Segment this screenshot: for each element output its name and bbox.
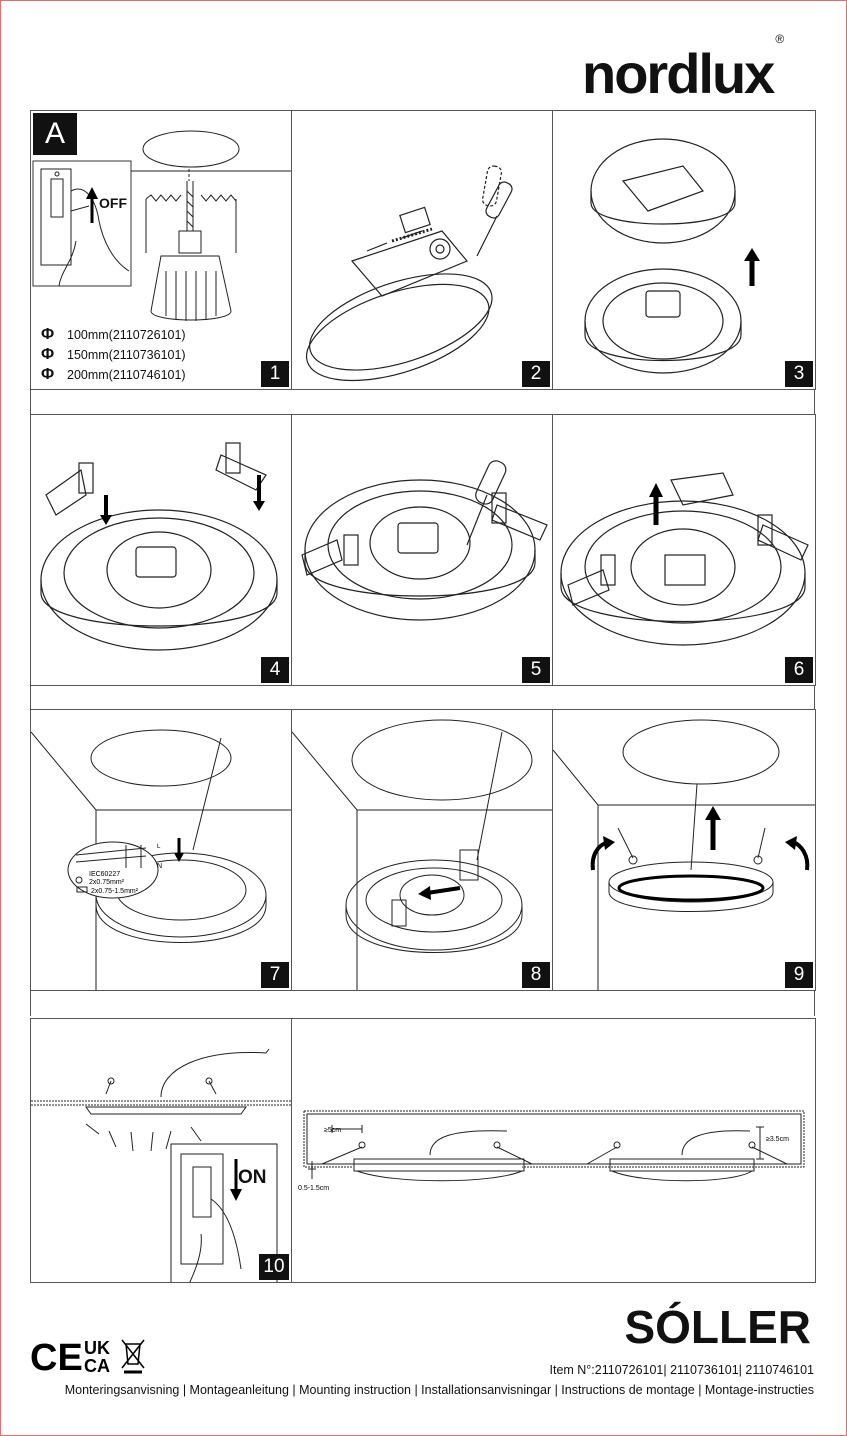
ce-mark: CE <box>30 1337 83 1376</box>
row-separator <box>30 686 815 711</box>
step-number: 1 <box>261 361 289 387</box>
row-separator <box>30 991 815 1016</box>
size-text: 200mm(2110746101) <box>67 368 186 382</box>
wire-n-label: N <box>157 863 162 870</box>
brand-name: nordlux <box>582 42 775 105</box>
wire-spec-1-label: 2x0.75mm² <box>89 879 125 886</box>
size-text: 150mm(2110736101) <box>67 348 186 362</box>
nordlux-logo: nordlux® <box>582 33 784 102</box>
on-label: ON <box>238 1167 267 1188</box>
panel-step-9: 9 <box>552 709 816 991</box>
panel-step-7: L N IEC60227 2x0.75mm² 2x0.75-1.5mm² 7 <box>30 709 292 991</box>
step-number: 7 <box>261 962 289 988</box>
step-9-illustration <box>553 719 815 990</box>
item-numbers: Item N°:2110726101| 2110736101| 21107461… <box>549 1363 815 1377</box>
step-7-illustration: L N IEC60227 2x0.75mm² 2x0.75-1.5mm² <box>31 729 291 990</box>
step-number: 10 <box>259 1254 289 1280</box>
step-number: 5 <box>522 657 550 683</box>
size-text: 100mm(2110726101) <box>67 328 186 342</box>
dimensions-illustration: ≥5cm ≥3.5cm 0.5-1.5cm <box>298 1110 805 1192</box>
panel-step-1: A OFF Φ 100mm(2110726101) Φ 150mm(21107361… <box>30 110 292 390</box>
off-label: OFF <box>99 195 127 211</box>
wire-l-label: L <box>157 844 161 850</box>
step-number: 4 <box>261 657 289 683</box>
wire-spec-2-label: 2x0.75-1.5mm² <box>91 888 139 895</box>
step-number: 8 <box>522 962 550 988</box>
step-number: 2 <box>522 361 550 387</box>
step-1-illustration <box>32 130 291 321</box>
iec-standard-label: IEC60227 <box>89 871 120 878</box>
step-5-illustration <box>301 460 548 621</box>
step-2-illustration <box>305 165 513 382</box>
panel-step-4: 4 <box>30 414 292 686</box>
panel-step-2: 2 <box>291 110 553 390</box>
panel-installation-dimensions: ≥5cm ≥3.5cm 0.5-1.5cm <box>291 1018 816 1283</box>
panel-step-10: ON 10 <box>30 1018 292 1283</box>
uk-mark: UK <box>84 1338 110 1358</box>
diameter-icon: Φ <box>41 346 55 363</box>
ce-ukca-weee-icon: CE UK CA <box>30 1337 145 1379</box>
step-3-illustration <box>584 138 760 374</box>
ceiling-thickness-label: 0.5-1.5cm <box>298 1185 329 1192</box>
size-item: Φ 200mm(2110746101) <box>41 365 186 385</box>
step-10-illustration <box>31 1048 291 1282</box>
panel-step-5: 5 <box>291 414 553 686</box>
panel-step-3: 3 <box>552 110 816 390</box>
weee-bin-icon <box>121 1339 145 1374</box>
language-list: Monteringsanvisning | Montageanleitung |… <box>64 1383 814 1397</box>
row-separator <box>30 390 815 415</box>
size-item: Φ 100mm(2110726101) <box>41 325 186 345</box>
panel-step-8: 8 <box>291 709 553 991</box>
ca-mark: CA <box>84 1356 110 1376</box>
panel-step-6: 6 <box>552 414 816 686</box>
size-item: Φ 150mm(2110736101) <box>41 345 186 365</box>
step-8-illustration <box>292 719 552 990</box>
step-number: 6 <box>785 657 813 683</box>
registered-mark: ® <box>775 32 784 47</box>
diameter-icon: Φ <box>41 366 55 383</box>
min-gap-label: ≥5cm <box>324 1127 341 1134</box>
step-6-illustration <box>560 472 809 646</box>
certification-marks: CE UK CA <box>30 1336 150 1381</box>
min-height-label: ≥3.5cm <box>766 1136 789 1143</box>
step-number: 3 <box>785 361 813 387</box>
step-number: 9 <box>785 962 813 988</box>
product-title: SÓLLER <box>624 1301 811 1353</box>
step-4-illustration <box>40 442 278 651</box>
section-a-label: A <box>33 113 77 155</box>
diameter-icon: Φ <box>41 326 55 343</box>
